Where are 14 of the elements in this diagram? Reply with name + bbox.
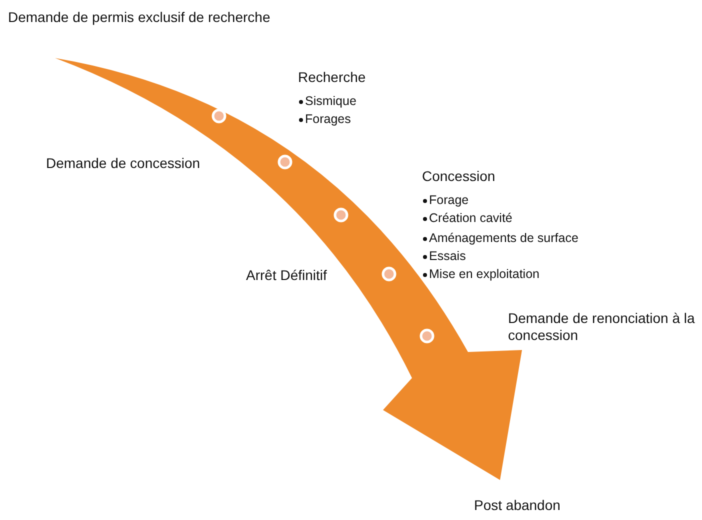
bullet-item: Essais bbox=[429, 248, 466, 265]
stage-label: Recherche bbox=[298, 69, 367, 86]
bullet-item: Forage bbox=[429, 192, 469, 209]
stage-label: Arrêt Définitif bbox=[246, 267, 328, 284]
stage-label: Demande de concession bbox=[46, 155, 202, 172]
bullet-item: Sismique bbox=[305, 93, 356, 110]
bullet-item: Forages bbox=[305, 111, 351, 128]
stage-label: Concession bbox=[422, 168, 496, 185]
stage-label: Post abandon bbox=[474, 497, 562, 514]
bullet-item: Aménagements de surface bbox=[429, 230, 578, 247]
stage-label: Demande de permis exclusif de recherche bbox=[8, 9, 272, 26]
bullet-item: Mise en exploitation bbox=[429, 266, 540, 283]
bullet-item: Création cavité bbox=[429, 210, 512, 227]
stage-label: Demande de renonciation à la concession bbox=[508, 310, 696, 344]
